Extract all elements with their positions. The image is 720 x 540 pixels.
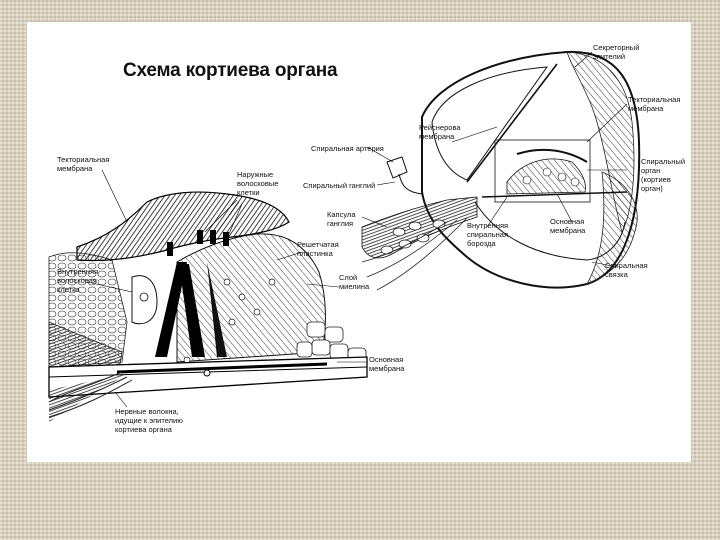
label-nerve-fibers: Нервные волокна, идущие к эпителию корти… <box>115 407 185 434</box>
label-spiral-ligament: Спиральная связка <box>605 261 650 279</box>
left-detail-drawing <box>48 169 368 422</box>
label-inner-hair-cell: Внутренняя волосковая клетка <box>57 267 100 294</box>
slide: Схема кортиева органа <box>27 22 691 462</box>
label-tectorial-left: Текториальная мембрана <box>57 155 112 173</box>
label-basilar-right: Основная мембрана <box>550 217 586 235</box>
cochlea-cross-section <box>361 50 641 291</box>
label-reissner: Рейснерова мембрана <box>419 123 463 141</box>
label-spiral-artery: Спиральная артерия <box>311 144 384 153</box>
label-myelin: Слой миелина <box>339 273 370 291</box>
label-inner-spiral-sulcus: Внутренняя спиральная борозда <box>467 221 510 248</box>
label-reticular-lamina: Решетчатая пластинка <box>297 240 341 258</box>
label-secretory-epithelium: Секреторный эпителий <box>593 43 641 61</box>
detail-box <box>494 139 591 203</box>
tectorial-membrane <box>76 191 290 262</box>
label-tectorial-right: Текториальная мембрана <box>628 95 683 113</box>
label-spiral-ganglion: Спиральный ганглий <box>303 181 375 190</box>
label-spiral-organ: Спиральный орган (кортиев орган) <box>641 157 687 193</box>
reissner-membrane <box>466 63 558 183</box>
label-basilar-left: Основная мембрана <box>369 355 405 373</box>
label-ganglion-capsule: Капсула ганглия <box>327 210 358 228</box>
organ-of-corti-diagram: Текториальная мембрана Наружные волосков… <box>48 43 687 434</box>
page-title: Схема кортиева органа <box>123 60 338 81</box>
label-outer-hair-cells: Наружные волосковые клетки <box>237 170 280 197</box>
